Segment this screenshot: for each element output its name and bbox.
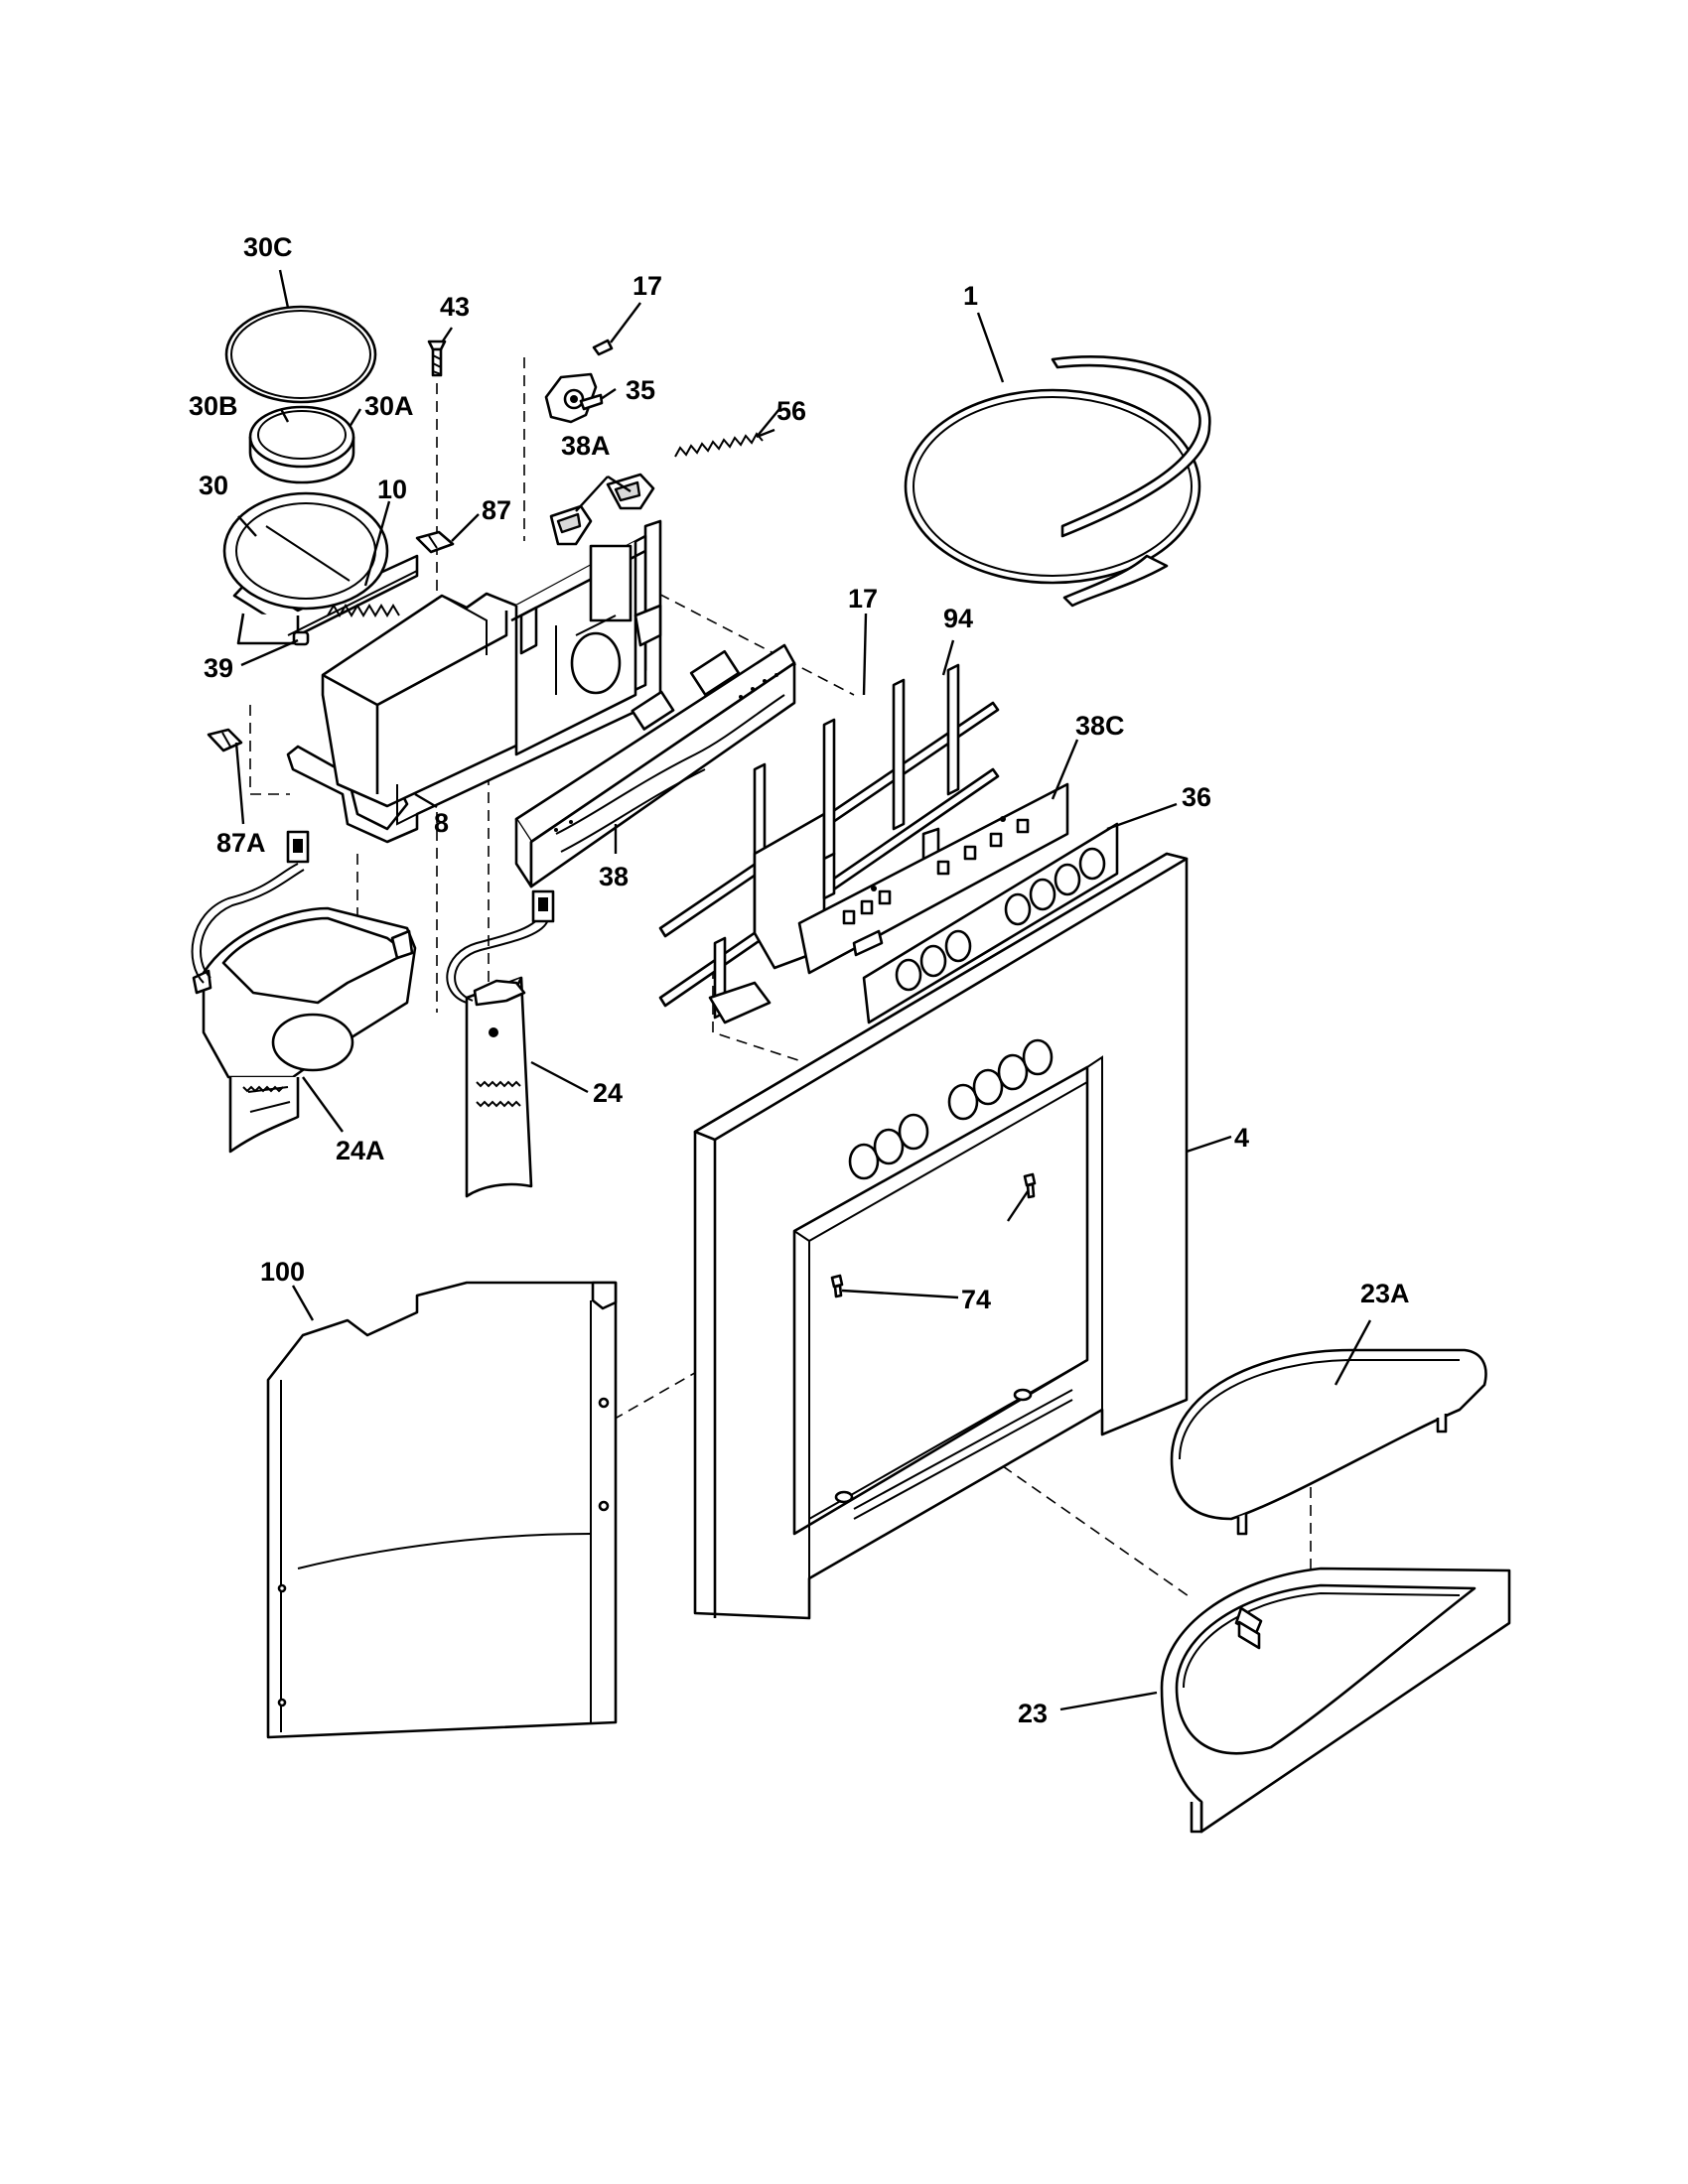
label-43: 43	[440, 292, 470, 322]
part-30B-30A-cap	[248, 405, 355, 484]
part-35-switch	[544, 372, 604, 424]
label-30C: 30C	[243, 232, 293, 262]
label-35: 35	[626, 375, 655, 405]
part-labels: 30C 43 17 35 1 30B 30A 56 38A 30 10 87 3…	[189, 232, 1410, 1728]
leader-lines	[234, 269, 1372, 1711]
part-24A-ice-chute	[191, 830, 417, 1154]
label-30B: 30B	[189, 391, 238, 421]
label-94: 94	[943, 604, 973, 633]
label-100: 100	[260, 1257, 305, 1287]
label-10: 10	[377, 475, 407, 504]
part-56-spring	[674, 428, 775, 458]
label-87A: 87A	[216, 828, 266, 858]
part-38-circuit-board	[514, 643, 796, 888]
part-30-ring-bracket	[222, 491, 419, 645]
part-8-housing	[286, 519, 662, 844]
label-30A: 30A	[364, 391, 414, 421]
label-38: 38	[599, 862, 629, 891]
frame-holes	[848, 1038, 1054, 1180]
part-39-pin	[292, 630, 310, 646]
label-36: 36	[1182, 782, 1211, 812]
label-17-top: 17	[633, 271, 662, 301]
label-8: 8	[434, 808, 449, 838]
label-23: 23	[1018, 1699, 1048, 1728]
part-38A-levers	[549, 473, 655, 546]
part-36-panel-overlay	[862, 822, 1119, 1024]
label-4: 4	[1234, 1123, 1249, 1153]
label-1: 1	[963, 281, 978, 311]
label-24A: 24A	[336, 1136, 385, 1165]
part-94-frame	[658, 663, 1000, 1024]
part-30C-gasket	[224, 305, 377, 404]
label-23A: 23A	[1360, 1279, 1410, 1308]
overlay-holes	[895, 847, 1106, 992]
part-17-screw-top	[592, 339, 614, 356]
label-87: 87	[482, 495, 511, 525]
part-38C-switch-board	[797, 782, 1069, 975]
switch-buttons	[842, 818, 1030, 925]
label-56: 56	[776, 396, 806, 426]
label-30: 30	[199, 471, 228, 500]
label-24: 24	[593, 1078, 623, 1108]
part-43-screw	[427, 340, 447, 377]
part-23-bucket	[1160, 1567, 1511, 1834]
label-38C: 38C	[1075, 711, 1125, 741]
label-39: 39	[204, 653, 233, 683]
part-23A-shelf	[1170, 1348, 1487, 1536]
part-1-tubing	[904, 355, 1211, 608]
part-10-spring	[327, 604, 400, 617]
part-87A-clip	[207, 728, 243, 752]
part-100-shroud	[266, 1281, 618, 1739]
label-74: 74	[961, 1285, 991, 1314]
label-38A: 38A	[561, 431, 611, 461]
part-74-screws	[830, 1172, 1037, 1298]
part-4-front-frame	[693, 852, 1189, 1620]
label-17-mid: 17	[848, 584, 878, 614]
part-24-solenoid	[446, 889, 555, 1198]
part-87-clip	[415, 530, 455, 554]
